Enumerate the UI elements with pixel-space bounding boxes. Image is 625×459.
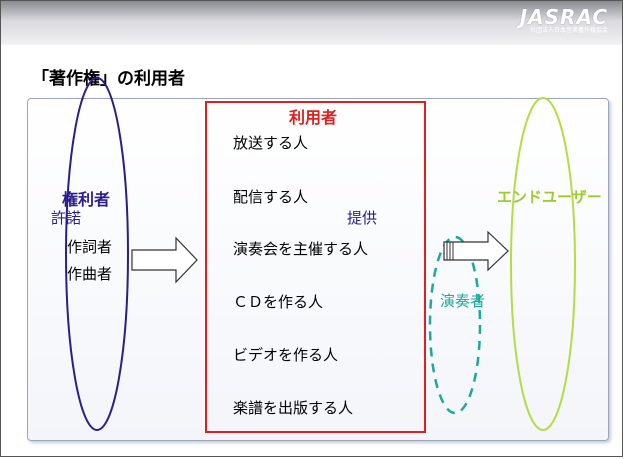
user-item-distribution: 配信する人 (233, 188, 309, 206)
arrow-to-end-user (443, 230, 509, 272)
performer-ellipse (428, 235, 482, 415)
logo-main-text: JASRAC (519, 5, 608, 29)
users-box (205, 101, 426, 433)
user-item-sheet-music: 楽譜を出版する人 (233, 399, 354, 417)
provide-label: 提供 (347, 209, 378, 227)
arrow-to-users (131, 236, 198, 284)
users-label: 利用者 (289, 108, 338, 127)
performer-label: 演奏者 (440, 292, 486, 310)
user-item-broadcast: 放送する人 (233, 134, 309, 152)
logo-sub-text: 社団法人日本音楽著作権協会 (529, 27, 608, 34)
end-user-label: エンドユーザー (497, 188, 602, 206)
header-bar: JASRAC 社団法人日本音楽著作権協会 (1, 1, 622, 45)
user-item-video: ビデオを作る人 (233, 346, 339, 364)
composer-label: 作曲者 (67, 265, 113, 283)
slide-title: 「著作権」の利用者 (32, 69, 185, 89)
rights-holder-ellipse (65, 77, 129, 431)
jasrac-logo: JASRAC 社団法人日本音楽著作権協会 (520, 7, 608, 35)
end-user-ellipse (510, 97, 576, 431)
permission-label: 許諾 (51, 209, 82, 227)
user-item-concert: 演奏会を主催する人 (233, 240, 369, 258)
user-item-cd: ＣＤを作る人 (233, 293, 324, 311)
rights-holder-label: 権利者 (62, 190, 111, 209)
lyricist-label: 作詞者 (67, 238, 113, 256)
